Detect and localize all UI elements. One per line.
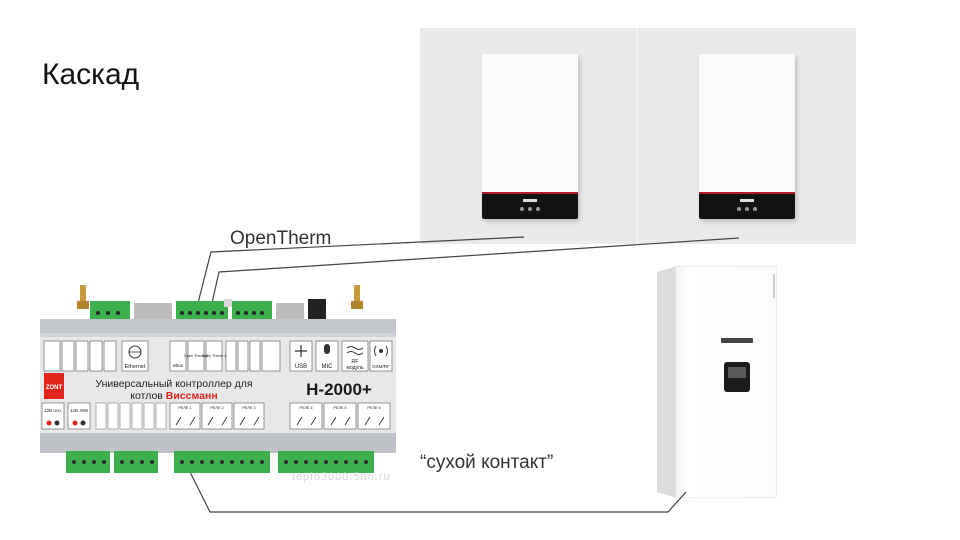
zont-logo (44, 373, 64, 399)
port-mic: MIC (322, 364, 334, 370)
relay-1-label: РЕЛЕ 1 (178, 406, 191, 410)
port-rf: RF (351, 359, 359, 365)
port-usb: USB (295, 364, 307, 370)
controller-model: H-2000+ (306, 380, 372, 399)
gas-boiler-1 (482, 54, 578, 219)
dry-contact-label: “сухой контакт” (420, 452, 554, 473)
relay-5-label: РЕЛЕ 5 (333, 406, 346, 410)
relay-6-label: РЕЛЕ 6 (367, 406, 380, 410)
zont-logo-text: ZONT (46, 385, 63, 391)
opentherm-label: OpenTherm (230, 228, 332, 249)
electric-boiler (655, 265, 778, 499)
rf-module-icon (346, 346, 364, 355)
relay-3-label: РЕЛЕ 3 (242, 406, 255, 410)
boiler-logo (523, 199, 537, 202)
port-opentherm-1: Open Therm 1 (202, 354, 226, 358)
port-opentherm-2: Open Therm 2 (184, 354, 208, 358)
power-backup-label: 12В АКБ (70, 408, 88, 413)
microphone-icon (324, 344, 330, 354)
slide-title: Каскад (42, 58, 140, 91)
gas-boilers-panel (420, 28, 856, 244)
port-gsm: GSM/RF (372, 364, 390, 369)
port-ethernet: Ethernet (125, 364, 146, 370)
gsm-signal-icon (374, 345, 388, 357)
relay-2-label: РЕЛЕ 2 (210, 406, 223, 410)
port-ebus: eBus (173, 363, 184, 368)
panel-seam (636, 28, 638, 244)
opentherm-wire-boiler-2 (211, 237, 740, 304)
watermark: teplo3000.5nn.ru (292, 471, 391, 483)
zont-controller: Ethernet USB MIC RF модуль GSM/RF eBus O… (38, 285, 400, 485)
brand-logo-plate (721, 338, 753, 343)
dry-contact-wire (188, 469, 687, 513)
opentherm-wire-boiler-1 (197, 236, 525, 304)
gas-boiler-2 (699, 54, 795, 219)
ethernet-icon (128, 345, 142, 359)
controller-description-1: Универсальный контроллер для (95, 378, 252, 390)
port-rf-sub: модуль (347, 365, 364, 371)
boiler-logo (740, 199, 754, 202)
usb-icon (295, 345, 307, 357)
power-main-label: 12В осн. (44, 408, 62, 413)
controller-description-2: котлов Виссманн (130, 390, 217, 402)
antenna-icon (77, 285, 363, 309)
relay-4-label: РЕЛЕ 4 (299, 406, 312, 410)
